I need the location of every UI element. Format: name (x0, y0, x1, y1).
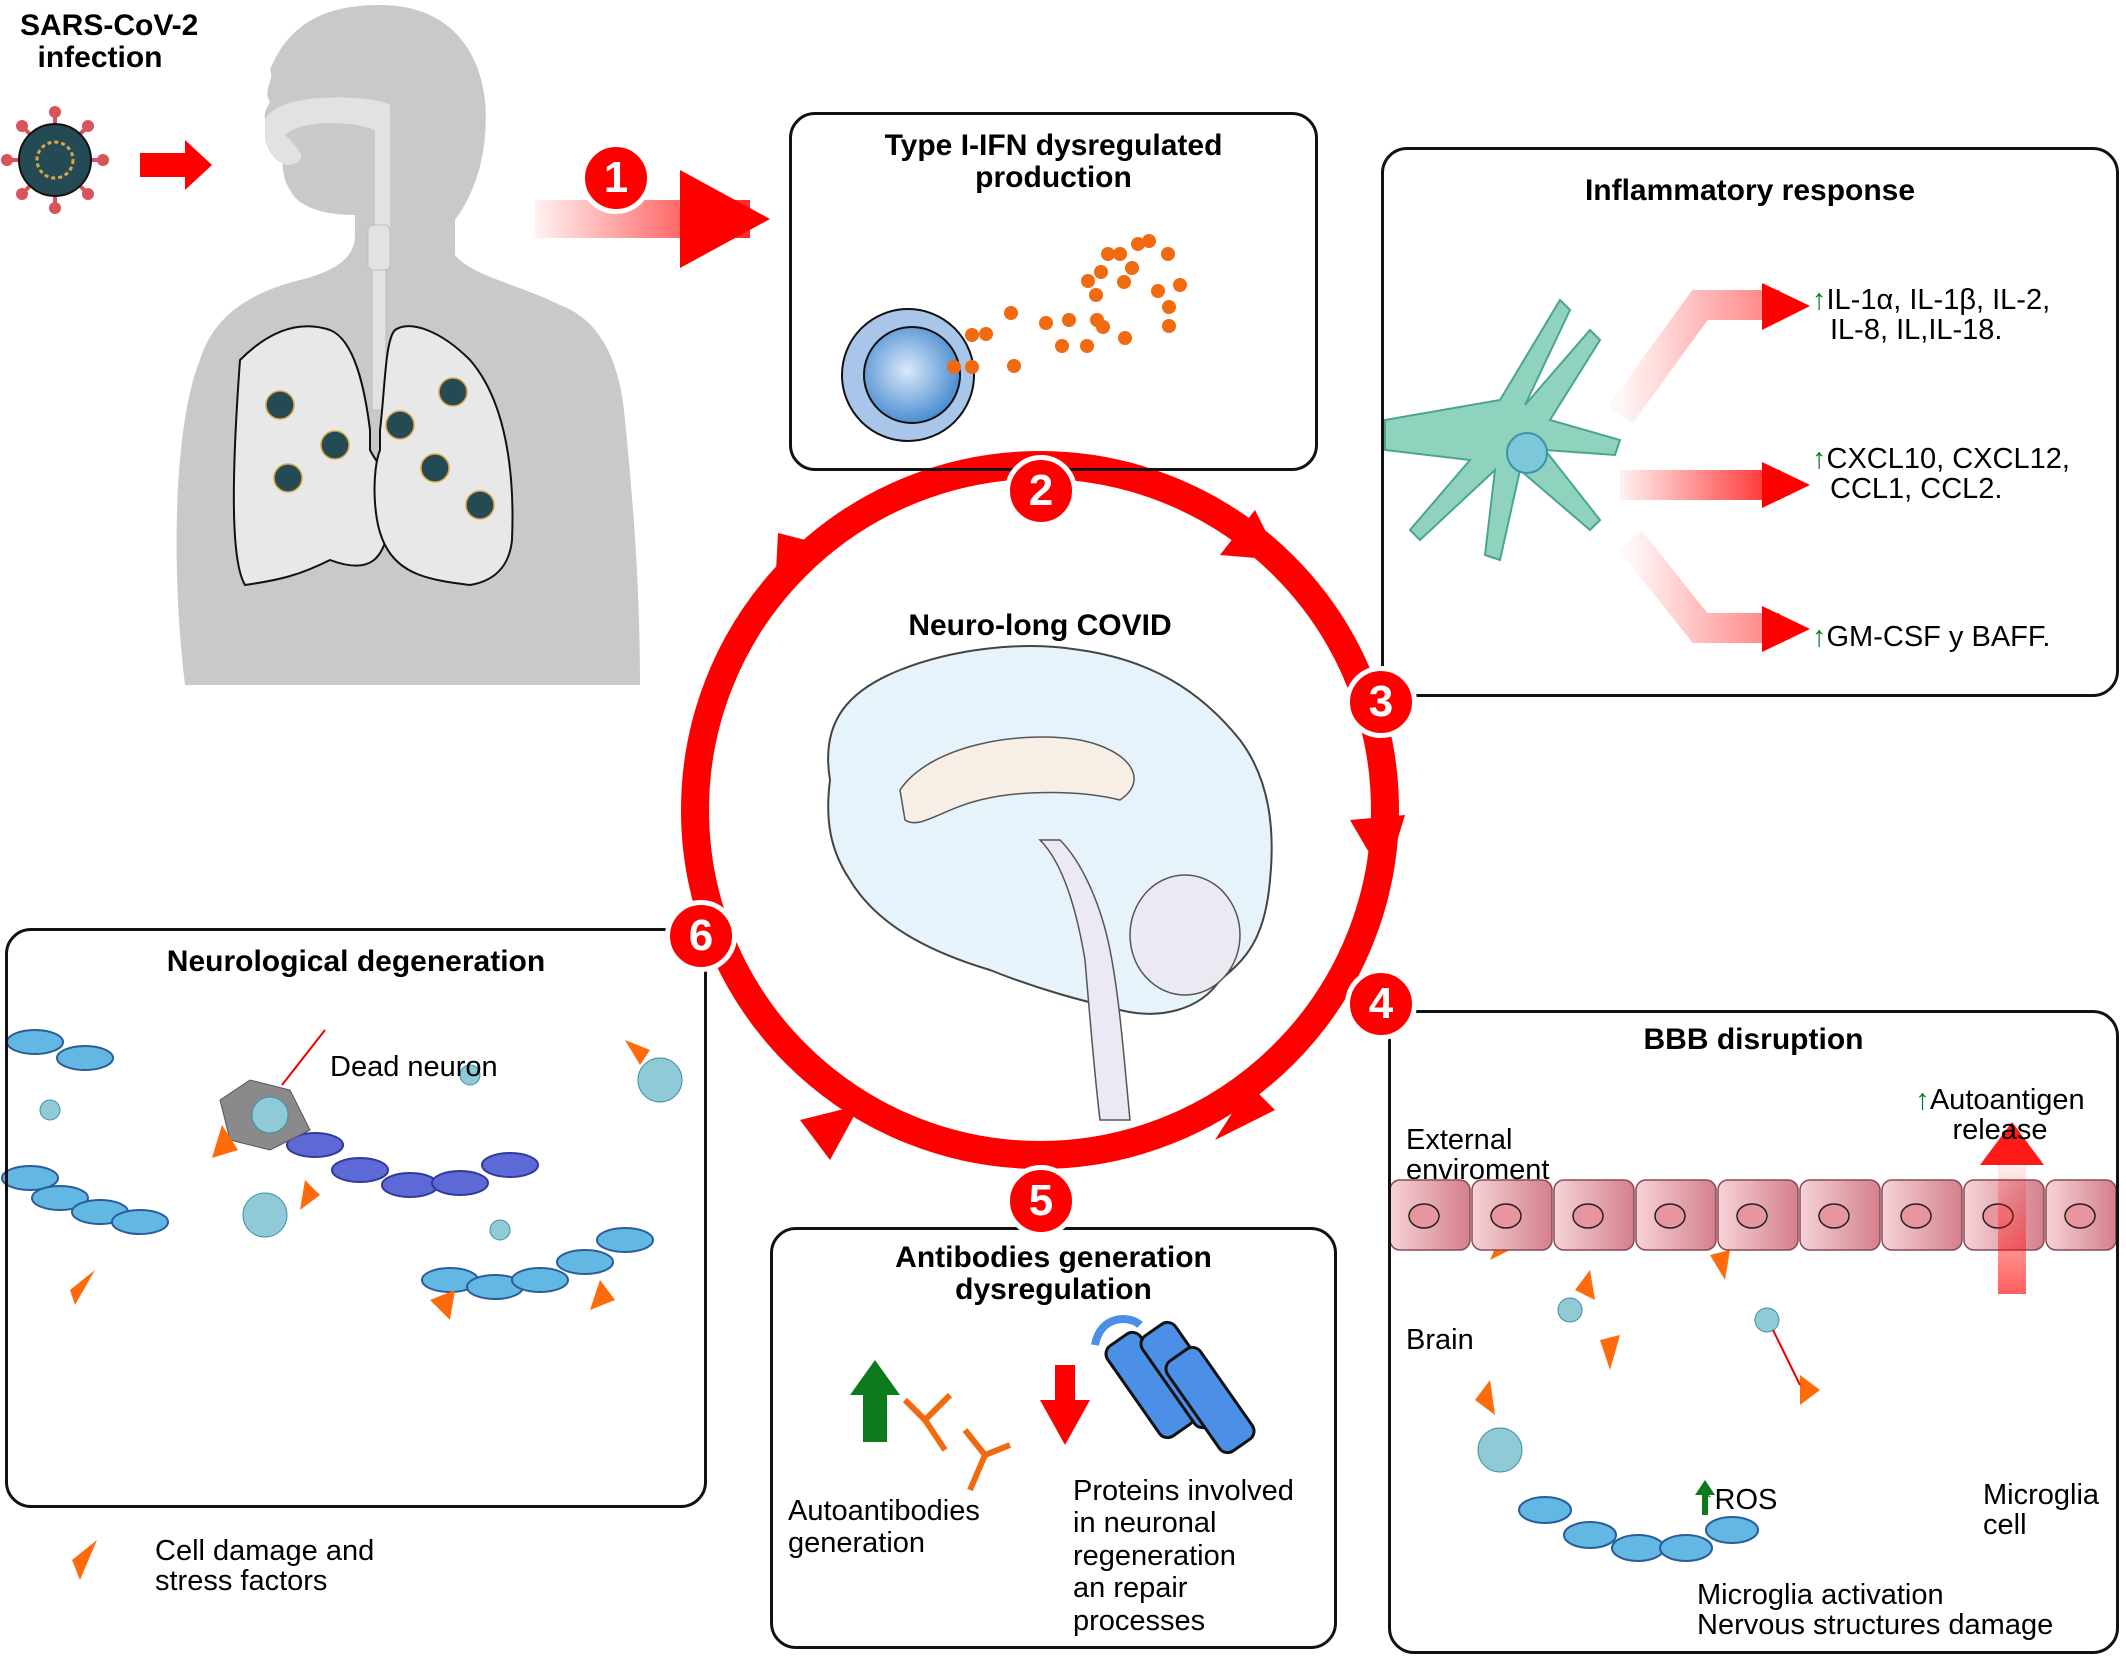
autoantibodies-label-line2: generation (788, 1527, 926, 1560)
panel-inflammatory-title: Inflammatory response (1584, 174, 1916, 207)
up-arrow-icon (850, 1360, 900, 1442)
human-body-silhouette (176, 5, 640, 685)
legend-label: Cell damage and stress factors (155, 1536, 374, 1597)
infection-title-line2: infection (37, 40, 163, 74)
proteins-label-line1: Proteins involved (1073, 1475, 1294, 1507)
step-badge-2: 2 (1005, 455, 1077, 527)
panel-ifn-title-line1: Type I-IFN dysregulated (884, 129, 1223, 162)
arrow-right-icon (140, 140, 212, 190)
protein-icon (1091, 1315, 1256, 1455)
panel-antibodies-title-line2: dysregulation (955, 1272, 1152, 1306)
panel-neuro-degeneration-title: Neurological degeneration (166, 945, 546, 978)
autoantigen-label-line1: Autoantigen (1929, 1084, 2085, 1116)
center-title: Neuro-long COVID (908, 609, 1172, 642)
panel-ifn-title-line2: production (975, 160, 1132, 194)
ros-label-text: ROS (1714, 1484, 1778, 1516)
coronavirus-icon (1, 106, 109, 214)
proteins-label-line3: regeneration (1073, 1539, 1236, 1572)
cytokine-group-1-line1: IL-1α, IL-1β, IL-2, (1826, 284, 2051, 316)
step-badge-4: 4 (1345, 968, 1417, 1040)
lung-viruses (265, 377, 495, 520)
damage-triangles (70, 1040, 1820, 1580)
external-environment-line2: enviroment (1406, 1154, 1550, 1187)
infection-title-line1: SARS-CoV-2 (20, 9, 199, 42)
proteins-label-line2: in neuronal (1073, 1507, 1217, 1540)
autoantigen-arrow-head (1980, 1122, 2044, 1165)
legend-label-line1: Cell damage and (155, 1535, 375, 1567)
proteins-label-line4: an repair (1073, 1572, 1188, 1605)
cytokine-group-3-line1: GM-CSF y BAFF. (1826, 621, 2051, 653)
increase-arrow-icon: ↑ (1812, 621, 1827, 653)
step-badge-1: 1 (580, 142, 652, 214)
dead-neuron-label: Dead neuron (330, 1051, 498, 1083)
cytokine-group-2-line1: CXCL10, CXCL12, (1826, 443, 2070, 475)
microglia-cell-label: Microglia cell (1983, 1480, 2099, 1541)
cytokine-group-2-line2: CCL1, CCL2. (1830, 473, 2003, 506)
cytokine-group-1: ↑IL-1α, IL-1β, IL-2, IL-8, IL,IL-18. (1812, 285, 2050, 346)
autoantigen-arrow-shaft (1998, 1159, 2026, 1294)
panel-antibodies-title: Antibodies generation dysregulation (770, 1242, 1337, 1305)
neuron-network-illustration (1, 1029, 683, 1300)
increase-arrow-icon: ↑ (1812, 284, 1827, 316)
inflammatory-arrows (1607, 283, 1810, 652)
bbb-footer-line1: Microglia activation (1697, 1579, 1944, 1611)
legend-triangle-icon (72, 1540, 97, 1580)
increase-arrow-icon: ↑ (1915, 1084, 1930, 1116)
bbb-footer-line2: Nervous structures damage (1697, 1609, 2054, 1642)
brain-label: Brain (1406, 1324, 1474, 1356)
immune-cell-nucleus (863, 326, 961, 424)
brain-illustration (827, 645, 1273, 1121)
external-environment-line1: External (1406, 1124, 1513, 1156)
legend-label-line2: stress factors (155, 1565, 328, 1598)
down-arrow-icon (1040, 1365, 1090, 1445)
cytokine-group-2: ↑CXCL10, CXCL12, CCL1, CCL2. (1812, 444, 2070, 505)
microglia-cell-line1: Microglia (1983, 1479, 2100, 1511)
proteins-label-line5: processes (1073, 1604, 1206, 1637)
panel-inflammatory (1381, 147, 2119, 697)
panel-ifn-title: Type I-IFN dysregulated production (789, 130, 1318, 193)
step1-arrow-head (680, 170, 770, 268)
cytokine-group-3: ↑GM-CSF y BAFF. (1812, 622, 2050, 652)
cytokine-group-1-line2: IL-8, IL,IL-18. (1830, 314, 2003, 347)
bbb-cells-illustration (1477, 1297, 1801, 1562)
step-badge-6: 6 (665, 900, 737, 972)
panel-bbb (1388, 1010, 2119, 1654)
bbb-footer-label: Microglia activation Nervous structures … (1697, 1580, 2053, 1641)
cycle-arrowheads (775, 510, 1405, 1160)
external-environment-label: External enviroment (1406, 1125, 1549, 1186)
proteins-label: Proteins involved in neuronal regenerati… (1073, 1475, 1294, 1637)
autoantigen-label-line2: release (1952, 1114, 2048, 1147)
autoantibodies-label-line1: Autoantibodies (788, 1495, 980, 1527)
cytokine-dots (947, 234, 1187, 374)
increase-arrow-icon: ↑ (1812, 443, 1827, 475)
endothelial-cell-layer (1389, 1179, 2117, 1251)
panel-bbb-title: BBB disruption (1643, 1023, 1864, 1056)
infection-title: SARS-CoV-2 infection (20, 9, 199, 74)
astrocyte-illustration (1384, 298, 1622, 562)
step-badge-3: 3 (1345, 666, 1417, 738)
antibody-icons (902, 1392, 1012, 1492)
panel-antibodies-title-line1: Antibodies generation (895, 1241, 1212, 1274)
autoantigen-label: ↑Autoantigen release (1880, 1085, 2120, 1146)
step-badge-5: 5 (1005, 1165, 1077, 1237)
panel-neuro-degeneration (5, 928, 707, 1508)
autoantibodies-label: Autoantibodies generation (788, 1495, 980, 1560)
ros-label: ↑ROS (1700, 1485, 1777, 1515)
increase-arrow-icon: ↑ (1700, 1484, 1715, 1516)
microglia-cell-line2: cell (1983, 1509, 2027, 1542)
